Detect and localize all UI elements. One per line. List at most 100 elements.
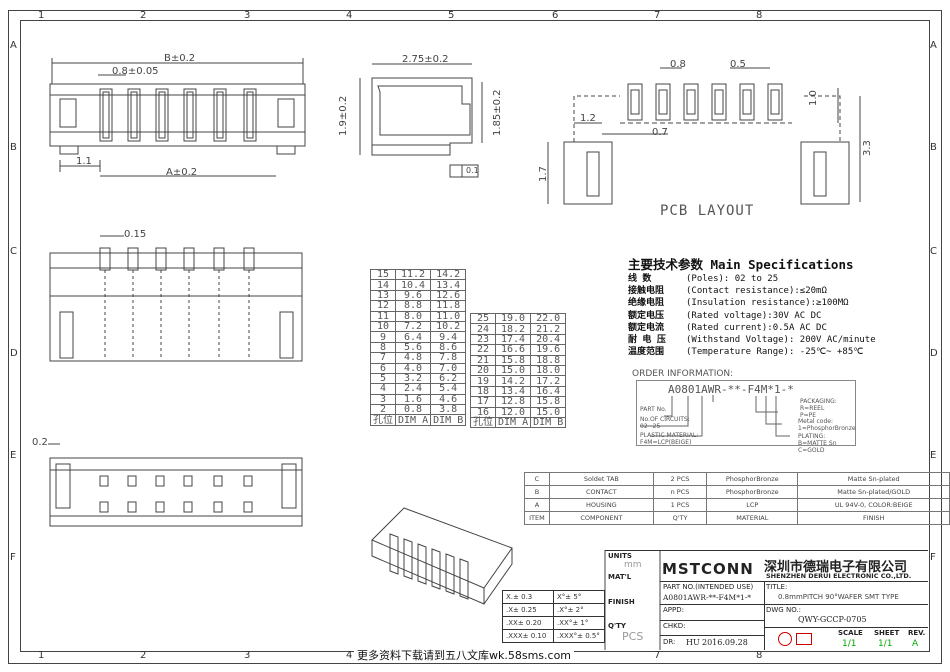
- order-part-no: PART No.: [640, 406, 667, 413]
- dim-table-cell: 13.4: [494, 385, 532, 398]
- pcb-pad: [767, 83, 783, 121]
- dim-table-cell: 13.4: [430, 279, 467, 291]
- dim-table-cell: 18.2: [494, 323, 532, 335]
- dr-name: HU: [686, 638, 700, 647]
- dim-table-cell: 15: [370, 268, 396, 281]
- pcb-pad-inner: [686, 89, 696, 115]
- pin-outline: [99, 88, 113, 142]
- dim-table-cell: 21: [470, 354, 496, 366]
- dim-table-cell: 17: [470, 396, 496, 408]
- dim-table-cell: 19: [470, 375, 496, 387]
- bom-cell: HOUSING: [548, 498, 654, 512]
- ruler-col-label: 3: [244, 650, 251, 661]
- tolerance-row: .XXX± 0.10.XXX°± 0.5°: [502, 629, 605, 643]
- pcb-pad-inner: [630, 89, 640, 115]
- footer-download-note: 更多资料下载请到五八文库wk.58sms.com: [354, 647, 575, 663]
- dim-table-cell: 11: [370, 310, 396, 322]
- dim-table-cell: 4.0: [394, 362, 432, 374]
- bom-cell: ITEM: [524, 511, 550, 525]
- drawing-frame: [8, 10, 942, 664]
- bom-cell: A: [524, 498, 550, 512]
- dim-table-cell: 9.6: [394, 289, 432, 302]
- pin-contact: [130, 91, 138, 139]
- dim-table-cell: 5: [370, 372, 396, 385]
- ruler-row-label: E: [10, 450, 17, 461]
- pin-outline: [155, 88, 169, 142]
- pcb-pad-inner: [658, 89, 668, 115]
- tb-vline: [764, 581, 765, 650]
- spec-row: 额定电压(Rated voltage):30V AC DC: [628, 310, 868, 322]
- spec-value: (Temperature Range): -25℃~ +85℃: [686, 347, 864, 358]
- dim-table-cell: 4.6: [430, 393, 467, 406]
- ruler-row-label: F: [930, 552, 936, 563]
- spec-value: (Rated current):0.5A AC DC: [686, 322, 827, 333]
- tb-line-2: [660, 604, 928, 605]
- title-value: 0.8mmPITCH 90°WAFER SMT TYPE: [778, 593, 899, 601]
- dim-table-cell: 3: [370, 393, 396, 406]
- ruler-col-label: 4: [346, 650, 353, 661]
- dim-table-cell: 1.6: [394, 393, 432, 406]
- ruler-col-label: 4: [346, 10, 353, 21]
- bom-cell: 1 PCS: [652, 498, 708, 512]
- front-pin: [213, 247, 225, 271]
- dim-table-cell: 18.8: [530, 354, 567, 366]
- appd-label: APPD:: [663, 606, 684, 614]
- dim-table-cell: 13: [370, 289, 396, 302]
- dim-table-cell: 10.4: [394, 279, 432, 291]
- tb-line-4: [660, 635, 764, 636]
- dim-table-cell: 6.4: [394, 331, 432, 343]
- bom-cell: CONTACT: [548, 485, 654, 499]
- pin-contact: [102, 91, 110, 139]
- pcb-d33: 3.3: [862, 140, 873, 156]
- dim-table-cell: 14.2: [430, 268, 467, 281]
- tolerance-cell: .X± 0.25: [502, 603, 554, 617]
- dim-table-cell: 20.4: [530, 333, 567, 346]
- iso-pin: [417, 543, 427, 585]
- spec-key: 接触电阻: [628, 286, 665, 297]
- pcb-d10: 1.0: [808, 90, 819, 106]
- units-value: mm: [624, 560, 642, 570]
- spec-row: 额定电流(Rated current):0.5A AC DC: [628, 322, 868, 334]
- bottom-pin-bottom: [183, 501, 193, 513]
- rev-label: REV.: [908, 629, 926, 637]
- dim-table-cell: 15.8: [494, 354, 532, 366]
- ruler-row-label: D: [930, 348, 938, 359]
- dim-d015: 0.15: [124, 229, 147, 240]
- dim-table-cell: 18.0: [530, 364, 567, 377]
- pcb-d17: 1.7: [538, 166, 549, 182]
- bom-cell: UL 94V-0, COLOR:BEIGE: [797, 498, 950, 512]
- bottom-pin-top: [127, 475, 137, 487]
- dim-table-cell: 孔位: [470, 416, 496, 429]
- tolerance-cell: .X°± 2°: [553, 603, 605, 617]
- bottom-pin-bottom: [155, 501, 165, 513]
- dim-table-cell: 9: [370, 331, 396, 343]
- bom-cell: C: [524, 472, 550, 486]
- bom-cell: MATERIAL: [706, 511, 799, 525]
- bom-cell: PhosphorBronze: [706, 485, 799, 499]
- qty-label: Q'TY: [608, 622, 626, 630]
- dim-table-cell: 19.6: [530, 344, 567, 356]
- dim-table-cell: 18: [470, 385, 496, 398]
- dim-table-cell: 5.6: [394, 341, 432, 354]
- ruler-col-label: 8: [756, 10, 763, 21]
- ruler-row-label: C: [930, 246, 937, 257]
- pin-contact: [186, 91, 194, 139]
- dim-table-cell: 5.4: [430, 383, 467, 395]
- tolerance-cell: .XX°± 1°: [553, 616, 605, 630]
- dim-table-cell: DIM B: [530, 416, 567, 429]
- ruler-row-label: E: [930, 450, 937, 461]
- front-pin: [183, 247, 195, 271]
- scale-label: SCALE: [838, 629, 863, 637]
- pin-outline: [213, 88, 227, 142]
- dim-table-cell: 15.8: [530, 396, 567, 408]
- dim-table-cell: 11.8: [430, 300, 467, 312]
- dim-table-cell: 16.6: [494, 344, 532, 356]
